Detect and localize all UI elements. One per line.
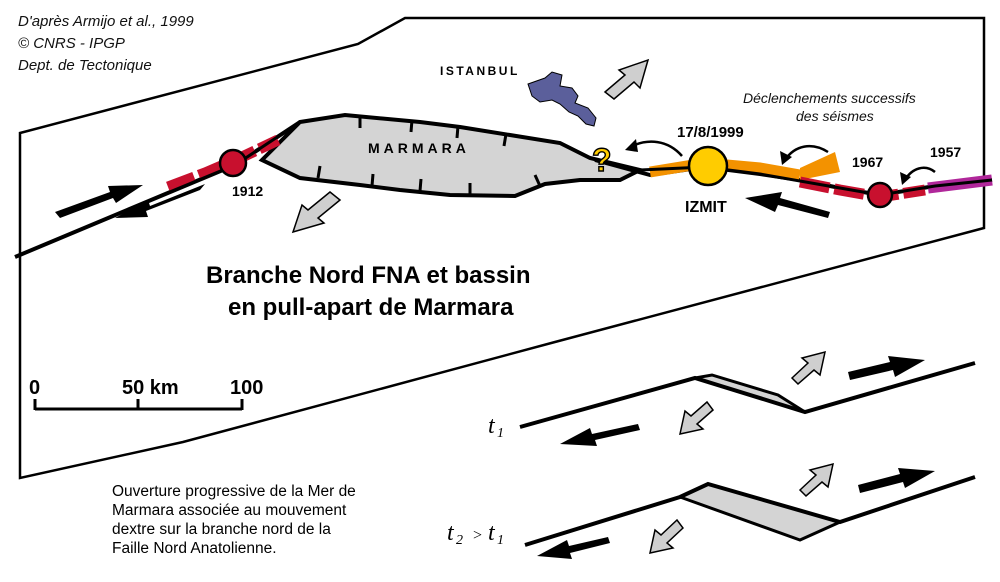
t2-sub: 2 bbox=[456, 533, 463, 548]
caption-line-2: Marmara associée au mouvement bbox=[112, 502, 347, 519]
trigger-arrow-1 bbox=[629, 140, 683, 157]
t1-sub: 1 bbox=[497, 426, 504, 441]
title-line-1: Branche Nord FNA et bassin bbox=[206, 262, 531, 289]
epicenter-1912 bbox=[218, 148, 248, 178]
year-1957: 1957 bbox=[930, 144, 961, 160]
note-line-1: Déclenchements successifs bbox=[743, 90, 916, 106]
stage-t2-sketch bbox=[524, 462, 976, 559]
year-1912: 1912 bbox=[232, 183, 263, 199]
credit-line-3: Dept. de Tectonique bbox=[18, 57, 152, 74]
marmara-basin bbox=[258, 112, 646, 199]
basin-ticks bbox=[316, 116, 542, 195]
t2-label: t bbox=[447, 520, 455, 546]
scale-label-100: 100 bbox=[230, 377, 263, 399]
scale-label-50: 50 km bbox=[122, 377, 179, 399]
caption-line-4: Faille Nord Anatolienne. bbox=[112, 540, 277, 557]
izmit-label: IZMIT bbox=[685, 199, 727, 216]
trigger-arrow-2 bbox=[783, 144, 829, 161]
sea-label: MARMARA bbox=[368, 140, 470, 156]
credit-line-2: © CNRS - IPGP bbox=[18, 35, 125, 52]
epicenter-1967 bbox=[866, 181, 894, 209]
year-1967: 1967 bbox=[852, 154, 883, 170]
t2-t1-sub: 1 bbox=[497, 533, 504, 548]
question-mark: ? bbox=[592, 142, 612, 178]
rupture-1999-tip bbox=[800, 152, 840, 180]
stage-t1-sketch bbox=[519, 350, 976, 446]
caption-line-3: dextre sur la branche nord de la bbox=[112, 521, 331, 538]
scale-label-0: 0 bbox=[29, 377, 40, 399]
title-line-2: en pull-apart de Marmara bbox=[228, 294, 514, 321]
trigger-arrow-2-head bbox=[780, 151, 792, 165]
t2-t1-label: t bbox=[488, 520, 496, 546]
credit-line-1: D'après Armijo et al., 1999 bbox=[18, 13, 194, 30]
slip-arrow-east bbox=[745, 192, 830, 218]
date-label: 17/8/1999 bbox=[677, 124, 744, 141]
scale-bar bbox=[33, 399, 244, 411]
t2-gt: > bbox=[472, 527, 483, 544]
trigger-arrow-1-head bbox=[625, 139, 638, 152]
opening-arrow-ne bbox=[603, 58, 650, 100]
caption: Ouverture progressive de la Mer de Marma… bbox=[112, 482, 442, 558]
istanbul-landmass bbox=[527, 71, 597, 127]
slip-arrow-west-lower bbox=[115, 184, 205, 218]
t1-label: t bbox=[488, 413, 496, 439]
note-line-2: des séismes bbox=[796, 108, 874, 124]
block-outline bbox=[18, 16, 986, 480]
opening-arrow-sw bbox=[291, 191, 342, 234]
slip-arrow-west-upper bbox=[55, 185, 143, 218]
trigger-arrow-3-head bbox=[900, 172, 911, 185]
istanbul-label: ISTANBUL bbox=[440, 64, 520, 78]
caption-line-1: Ouverture progressive de la Mer de bbox=[112, 483, 356, 500]
epicenter-izmit bbox=[687, 145, 729, 187]
